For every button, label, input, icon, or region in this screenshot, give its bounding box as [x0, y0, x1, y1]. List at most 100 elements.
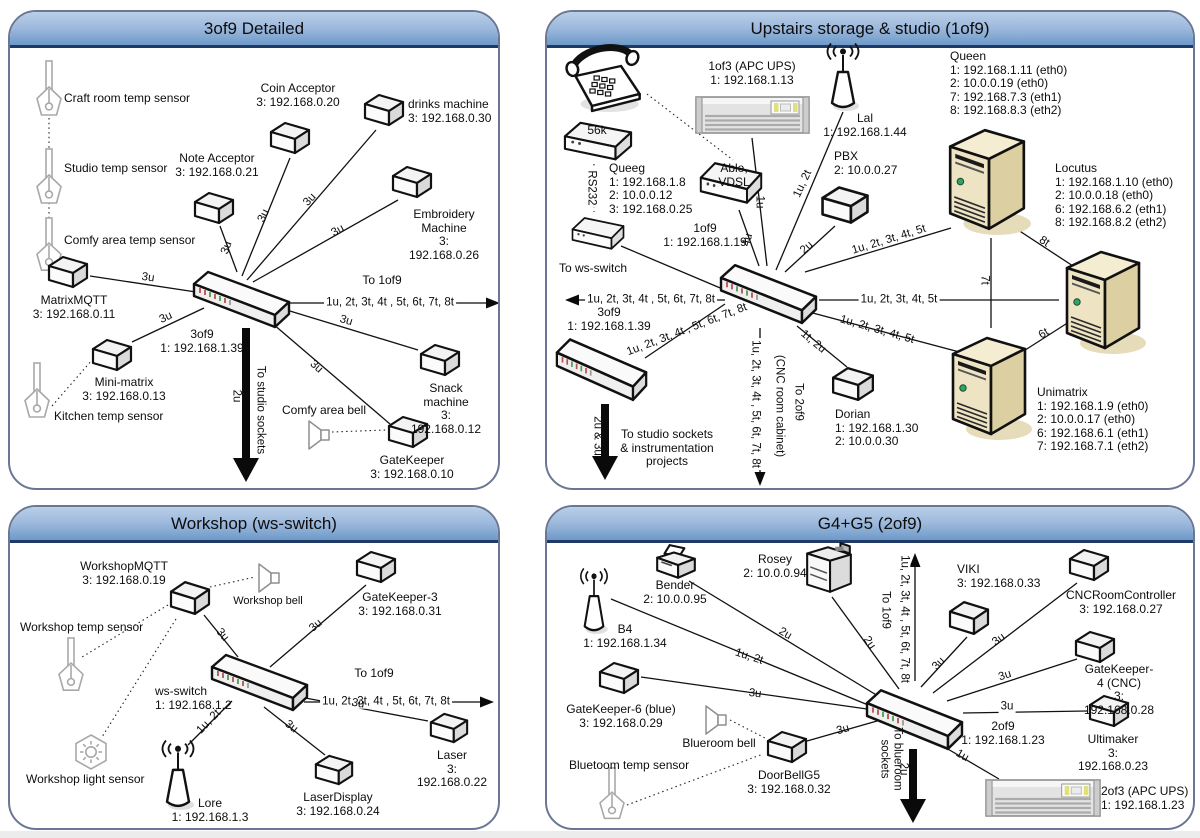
- device-doorbellg5-label: DoorBellG5 3: 192.168.0.32: [747, 768, 831, 796]
- device-box-icon: [765, 729, 809, 765]
- network-switch-icon: [865, 685, 965, 751]
- device-viki-label: VIKI 3: 192.168.0.33: [957, 562, 1041, 590]
- modem-icon: [571, 214, 625, 256]
- comfy-area-temp-sensor-label: Comfy area temp sensor: [64, 233, 196, 247]
- panel-header: Upstairs storage & studio (1of9): [547, 12, 1193, 48]
- device-mini-matrix-label: Mini-matrix 3: 192.168.0.13: [82, 375, 166, 403]
- workshop-light-sensor-label: Workshop light sensor: [26, 772, 145, 786]
- edge-label: 1u, 2t, 3t, 4t , 5t, 6t, 7t, 8t: [320, 695, 452, 709]
- note-to-1of9-label: To 1of9: [362, 273, 402, 287]
- switch-1of9-label: 1of9 1: 192.168.1.19: [663, 221, 747, 249]
- edge-label: To 2of9: [792, 383, 805, 421]
- device-gatekeeper-label: GateKeeper 3: 192.168.0.10: [370, 453, 454, 481]
- temp-sensor-icon: [36, 148, 62, 208]
- panel-title: G4+G5 (2of9): [817, 513, 923, 533]
- edge-label: RS232: [584, 168, 598, 208]
- ups-icon: [985, 777, 1101, 819]
- edge-label: 1u: [753, 195, 766, 209]
- device-box-icon: [830, 365, 876, 403]
- edge-label: 1u, 2t, 3t, 4t , 5t, 6t, 7t, 8t: [324, 296, 456, 310]
- kitchen-temp-sensor-label: Kitchen temp sensor: [54, 409, 164, 423]
- edge-label: 1u, 2t, 3t, 4t, 5t: [858, 293, 940, 307]
- panel-header: G4+G5 (2of9): [547, 507, 1193, 543]
- edge-label: 1u, 2t, 3t, 4t , 5t, 6t, 7t, 8t: [585, 293, 717, 307]
- device-box-icon: [1087, 693, 1131, 729]
- edge-label: To blueroom sockets: [879, 727, 904, 791]
- device-box-icon: [418, 342, 462, 378]
- antenna-lore-label: Lore 1: 192.168.1.3: [171, 796, 249, 824]
- ups-icon: [695, 94, 810, 136]
- edge-label: 1u, 2t, 3t, 4t , 5t, 6t, 7t, 8t: [748, 338, 762, 470]
- speaker-icon: [306, 420, 332, 450]
- workshop-bell-label: Workshop bell: [233, 595, 303, 607]
- telephone-icon: [562, 42, 650, 114]
- server-tower-icon: [1059, 244, 1147, 356]
- edge-label: 7t: [978, 275, 991, 285]
- temp-sensor-icon: [58, 637, 84, 695]
- device-embroidery-machine-label: Embroidery Machine 3: 192.168.0.26: [408, 207, 480, 262]
- antenna-lal-label: Lal 1: 192.168.1.44: [823, 111, 907, 139]
- edge-label: 2u: [230, 389, 243, 403]
- studio-temp-sensor-label: Studio temp sensor: [64, 161, 168, 175]
- workshop-temp-sensor-label: Workshop temp sensor: [20, 620, 144, 634]
- antenna-b4-label: B4 1: 192.168.1.34: [583, 622, 667, 650]
- modem-56k-label: 56k: [587, 123, 607, 137]
- device-box-icon: [1073, 629, 1117, 665]
- blueroom-bell-label: Blueroom bell: [682, 736, 756, 750]
- device-box-icon: [90, 337, 134, 373]
- device-ultimaker-label: Ultimaker 3: 192.168.0.23: [1077, 732, 1149, 774]
- switch-3of9-uplink-label: 3of9 1: 192.168.1.39: [567, 305, 651, 333]
- edge-label: To 1of9: [879, 591, 892, 629]
- device-queeg-label: Queeg 1: 192.168.1.8 2: 10.0.0.12 3: 192…: [609, 161, 693, 216]
- server-tower-icon: [945, 330, 1033, 442]
- bluetoom-temp-sensor-label: Bluetoom temp sensor: [569, 758, 690, 772]
- panel-header: 3of9 Detailed: [10, 12, 498, 48]
- server-locutus-label: Locutus 1: 192.168.1.10 (eth0) 2: 10.0.0…: [1055, 161, 1174, 230]
- device-dorian-label: Dorian 1: 192.168.1.30 2: 10.0.0.30: [835, 407, 919, 449]
- switch-ws-label: ws-switch 1: 192.168.1.2: [155, 684, 232, 712]
- device-box-icon: [428, 711, 470, 745]
- server-tower-icon: [942, 122, 1032, 237]
- device-box-icon: [192, 190, 236, 226]
- edge-label: (CNC room cabinet): [773, 354, 786, 458]
- page-footer-strip: [0, 831, 1200, 838]
- panel-title: Upstairs storage & studio (1of9): [750, 18, 990, 38]
- network-switch-icon: [210, 650, 310, 712]
- device-box-icon: [268, 120, 312, 156]
- device-box-icon: [947, 599, 991, 637]
- edge-label: 3u: [747, 686, 763, 701]
- server-queen-label: Queen 1: 192.168.1.11 (eth0) 2: 10.0.0.1…: [950, 49, 1068, 118]
- light-sensor-icon: [72, 733, 110, 771]
- device-cnc-room-controller-label: CNCRoomController 3: 192.168.0.27: [1065, 588, 1177, 616]
- temp-sensor-icon: [599, 767, 625, 823]
- network-switch-icon: [555, 334, 649, 402]
- device-box-icon: [362, 92, 406, 128]
- temp-sensor-icon: [36, 60, 62, 120]
- diagram-edges: [81, 576, 494, 756]
- device-workshopmqtt-label: WorkshopMQTT 3: 192.168.0.19: [80, 559, 168, 587]
- speaker-icon: [703, 705, 729, 735]
- note-to-ws-switch-label: To ws-switch: [559, 261, 628, 275]
- device-box-icon: [168, 579, 212, 617]
- device-gatekeeper-3-label: GateKeeper-3 3: 192.168.0.31: [358, 590, 442, 618]
- panel-title: 3of9 Detailed: [203, 18, 305, 38]
- device-gatekeeper-4-label: GateKeeper-4 (CNC) 3: 192.168.0.28: [1083, 662, 1155, 717]
- craft-room-temp-sensor-label: Craft room temp sensor: [64, 91, 191, 105]
- device-laserdisplay-label: LaserDisplay 3: 192.168.0.24: [296, 790, 380, 818]
- edge-label: 3u: [350, 696, 366, 711]
- device-coin-acceptor-label: Coin Acceptor 3: 192.168.0.20: [256, 81, 340, 109]
- ups-1of3-label: 1of3 (APC UPS) 1: 192.168.1.13: [708, 59, 796, 87]
- device-drinks-machine-label: drinks machine 3: 192.168.0.30: [408, 97, 492, 125]
- temp-sensor-icon: [24, 362, 50, 422]
- ups-2of3-label: 2of3 (APC UPS) 1: 192.168.1.23: [1101, 784, 1189, 812]
- panel-workshop: Workshop (ws-switch)WorkshopMQTT 3: 192.…: [8, 505, 500, 830]
- device-gatekeeper-6-label: GateKeeper-6 (blue) 3: 192.168.0.29: [566, 702, 676, 730]
- device-note-acceptor-label: Note Acceptor 3: 192.168.0.21: [175, 151, 259, 179]
- note-studio-sockets-label: To studio sockets & instrumentation proj…: [620, 427, 714, 469]
- device-laser-label: Laser 3: 192.168.0.22: [416, 748, 488, 790]
- device-box-icon: [597, 660, 641, 696]
- edge-label: 1u, 2t, 3t, 4t , 5t, 6t, 7t, 8t: [897, 553, 911, 685]
